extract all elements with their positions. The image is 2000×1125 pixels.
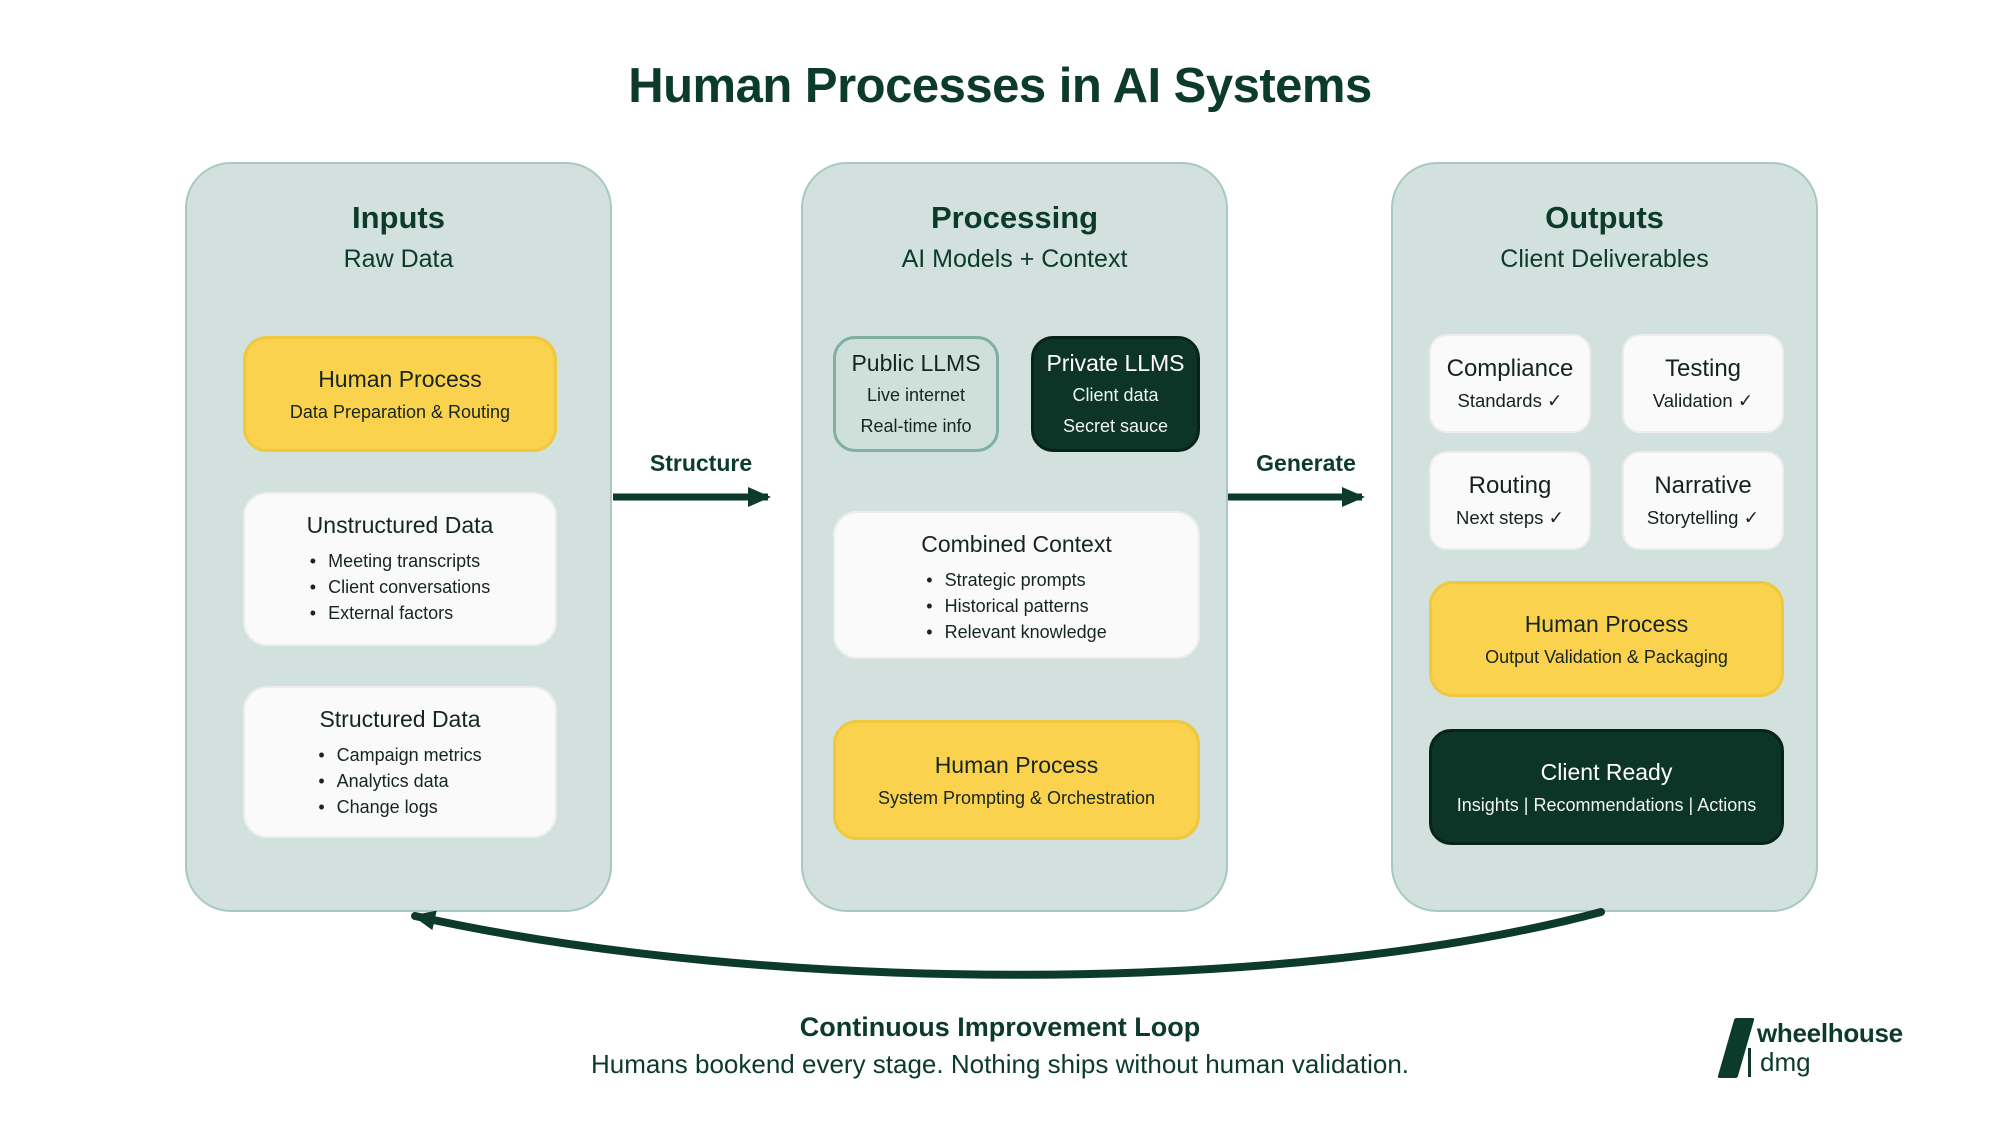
structured-data-list: Campaign metrics Analytics data Change l… (318, 743, 482, 821)
loop-subtitle: Humans bookend every stage. Nothing ship… (590, 1049, 1410, 1079)
public-llms-box: Public LLMS Live internet Real-time info (833, 336, 999, 452)
logo-brand: wheelhouse (1757, 1018, 1903, 1049)
outputs-panel: Outputs Client Deliverables Compliance S… (1391, 162, 1818, 912)
card-title: Compliance (1446, 355, 1574, 382)
wheelhouse-logo: wheelhouse dmg (1717, 1018, 1903, 1078)
box-subtitle: Output Validation & Packaging (1485, 646, 1728, 667)
outputs-panel-subtitle: Client Deliverables (1500, 245, 1709, 273)
list-item: Campaign metrics (318, 743, 482, 769)
card-subtitle: Next steps ✓ (1455, 507, 1565, 528)
box-line: Live internet (866, 385, 966, 406)
box-subtitle: Data Preparation & Routing (289, 401, 511, 422)
outputs-human-process-box: Human Process Output Validation & Packag… (1429, 581, 1784, 697)
list-item: Strategic prompts (926, 568, 1106, 594)
box-title: Private LLMS (1046, 350, 1185, 377)
inputs-panel-subtitle: Raw Data (343, 245, 454, 273)
box-title: Human Process (318, 365, 482, 392)
card-title: Routing (1468, 472, 1552, 499)
combined-context-box: Combined Context Strategic prompts Histo… (833, 511, 1200, 659)
card-title: Narrative (1654, 472, 1752, 499)
logo-text: wheelhouse dmg (1748, 1018, 1903, 1078)
list-item: Historical patterns (926, 594, 1106, 620)
processing-human-process-box: Human Process System Prompting & Orchest… (833, 720, 1200, 840)
logo-division: dmg (1748, 1048, 1903, 1077)
box-title: Unstructured Data (306, 512, 494, 538)
list-item: Analytics data (318, 769, 481, 795)
narrative-card: Narrative Storytelling ✓ (1622, 451, 1784, 550)
box-line: Secret sauce (1062, 415, 1169, 436)
processing-panel: Processing AI Models + Context Public LL… (801, 162, 1228, 912)
processing-panel-subtitle: AI Models + Context (901, 245, 1128, 273)
box-title: Public LLMS (851, 350, 981, 377)
card-title: Testing (1664, 355, 1742, 382)
box-title: Structured Data (319, 706, 481, 732)
box-subtitle: Insights | Recommendations | Actions (1456, 794, 1757, 815)
card-subtitle: Storytelling ✓ (1646, 507, 1760, 528)
structure-arrow-label: Structure (649, 450, 753, 476)
box-title: Combined Context (921, 531, 1112, 557)
page-title: Human Processes in AI Systems (628, 59, 1372, 113)
loop-title: Continuous Improvement Loop (799, 1012, 1201, 1042)
box-title: Human Process (1524, 610, 1689, 637)
box-line: Real-time info (860, 415, 972, 436)
inputs-human-process-box: Human Process Data Preparation & Routing (243, 336, 557, 452)
card-subtitle: Validation ✓ (1652, 390, 1754, 411)
processing-panel-title: Processing (930, 200, 1099, 235)
private-llms-box: Private LLMS Client data Secret sauce (1031, 336, 1200, 452)
client-ready-box: Client Ready Insights | Recommendations … (1429, 729, 1784, 845)
list-item: Meeting transcripts (310, 549, 490, 575)
list-item: Client conversations (310, 575, 490, 601)
unstructured-data-box: Unstructured Data Meeting transcripts Cl… (243, 492, 557, 646)
structured-data-box: Structured Data Campaign metrics Analyti… (243, 686, 557, 838)
box-title: Client Ready (1540, 758, 1673, 785)
box-title: Human Process (934, 751, 1099, 778)
list-item: Change logs (318, 795, 481, 821)
continuous-improvement-loop-arrow (411, 908, 1605, 979)
list-item: External factors (310, 601, 490, 627)
box-subtitle: System Prompting & Orchestration (877, 787, 1156, 808)
unstructured-data-list: Meeting transcripts Client conversations… (310, 549, 490, 627)
combined-context-list: Strategic prompts Historical patterns Re… (926, 568, 1107, 646)
inputs-panel-title: Inputs (352, 200, 445, 235)
outputs-panel-title: Outputs (1545, 200, 1664, 235)
card-subtitle: Standards ✓ (1457, 390, 1563, 411)
list-item: Relevant knowledge (926, 620, 1107, 646)
generate-arrow-label: Generate (1256, 450, 1356, 476)
inputs-panel: Inputs Raw Data Human Process Data Prepa… (185, 162, 612, 912)
testing-card: Testing Validation ✓ (1622, 334, 1784, 433)
box-line: Client data (1072, 385, 1159, 406)
compliance-card: Compliance Standards ✓ (1429, 334, 1591, 433)
routing-card: Routing Next steps ✓ (1429, 451, 1591, 550)
